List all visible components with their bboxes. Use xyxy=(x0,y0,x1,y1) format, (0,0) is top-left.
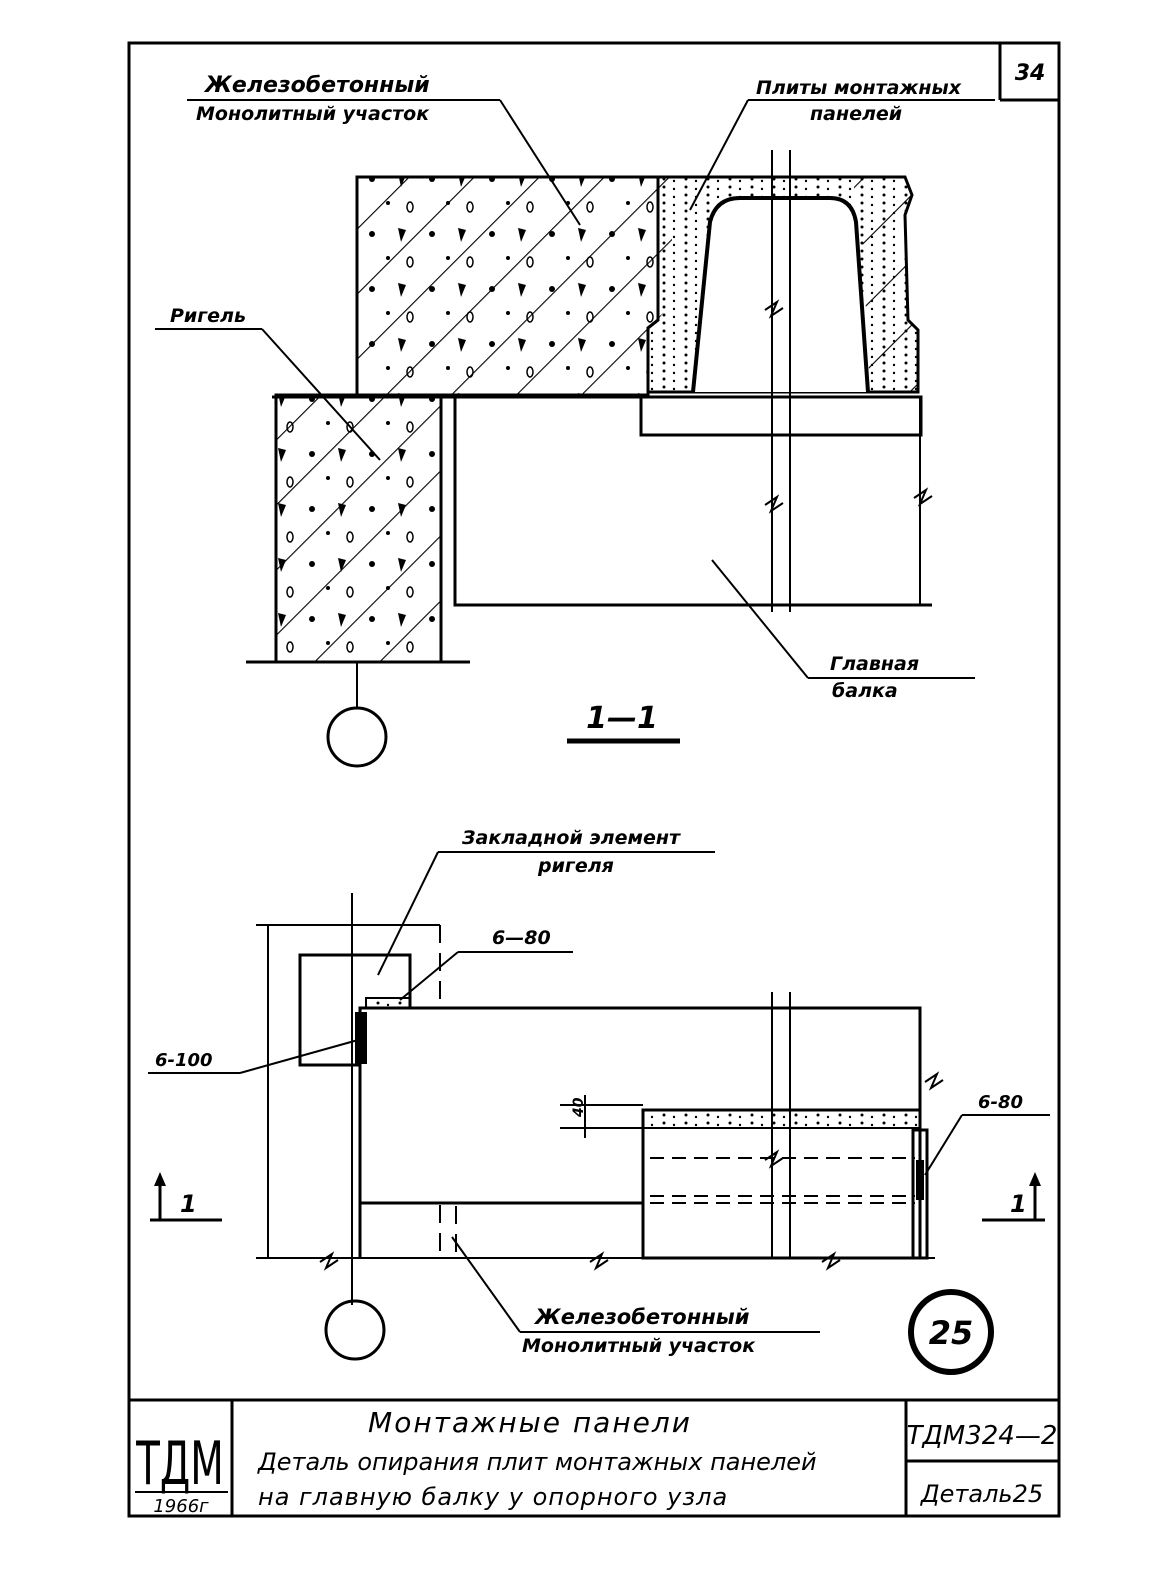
section-mark-1-1: 1—1 xyxy=(586,701,658,736)
sheet-frame xyxy=(127,41,1061,1518)
label-weld-1: 6—80 xyxy=(492,927,551,949)
sheet-number-box: 34 xyxy=(998,43,1059,102)
detail-number-circle xyxy=(908,1289,994,1375)
year: 1966г xyxy=(153,1496,209,1517)
logo: ТДМ xyxy=(135,1429,223,1499)
label-slabs-line1: Плиты монтажных xyxy=(756,77,962,99)
section-1-1: Железобетонный Монолитный участок Плиты … xyxy=(155,73,995,768)
svg-text:1: 1 xyxy=(1010,1190,1027,1218)
label-girder: Ригель xyxy=(170,305,246,327)
label-embedded-line1: Закладной элемент xyxy=(461,827,681,849)
section-marker-left: 1 xyxy=(150,1172,222,1222)
label-main-beam-line2: балка xyxy=(832,680,898,702)
label-weld-2: 6-100 xyxy=(155,1050,213,1071)
label-weld-3: 6-80 xyxy=(978,1092,1023,1113)
title-block: ТДМ 1966г Монтажные панели Деталь опиран… xyxy=(129,1398,1059,1517)
sheet-number: 34 xyxy=(1015,61,1046,86)
dimension-40: 40 xyxy=(571,1097,587,1118)
beam-ledge xyxy=(639,395,923,437)
plan-view: 40 1 1 25 Закладной элемент xyxy=(148,827,1050,1375)
title-line2: Деталь опирания плит монтажных панелей xyxy=(257,1448,817,1476)
axis-marker-bottom xyxy=(324,1299,386,1361)
slab-plan xyxy=(641,1108,922,1260)
label-monolithic-bottom-line1: Железобетонный xyxy=(533,1305,750,1329)
detail-label: Деталь25 xyxy=(920,1480,1043,1508)
section-marker-right: 1 xyxy=(982,1172,1045,1222)
label-monolithic-top-line1: Железобетонный xyxy=(203,73,430,98)
label-slabs-line2: панелей xyxy=(810,103,902,125)
label-main-beam-line1: Главная xyxy=(830,653,919,675)
label-monolithic-top-line2: Монолитный участок xyxy=(196,103,430,125)
title-line1: Монтажные панели xyxy=(368,1406,692,1439)
label-embedded-line2: ригеля xyxy=(537,855,614,877)
detail-number: 25 xyxy=(929,1314,974,1352)
document-code: ТДМ324—2 xyxy=(907,1421,1058,1451)
slab-rib-void xyxy=(691,196,870,393)
svg-text:1: 1 xyxy=(180,1190,197,1218)
axis-marker-top xyxy=(326,706,388,768)
title-line3: на главную балку у опорного узла xyxy=(258,1483,728,1511)
label-monolithic-bottom-line2: Монолитный участок xyxy=(522,1335,756,1357)
